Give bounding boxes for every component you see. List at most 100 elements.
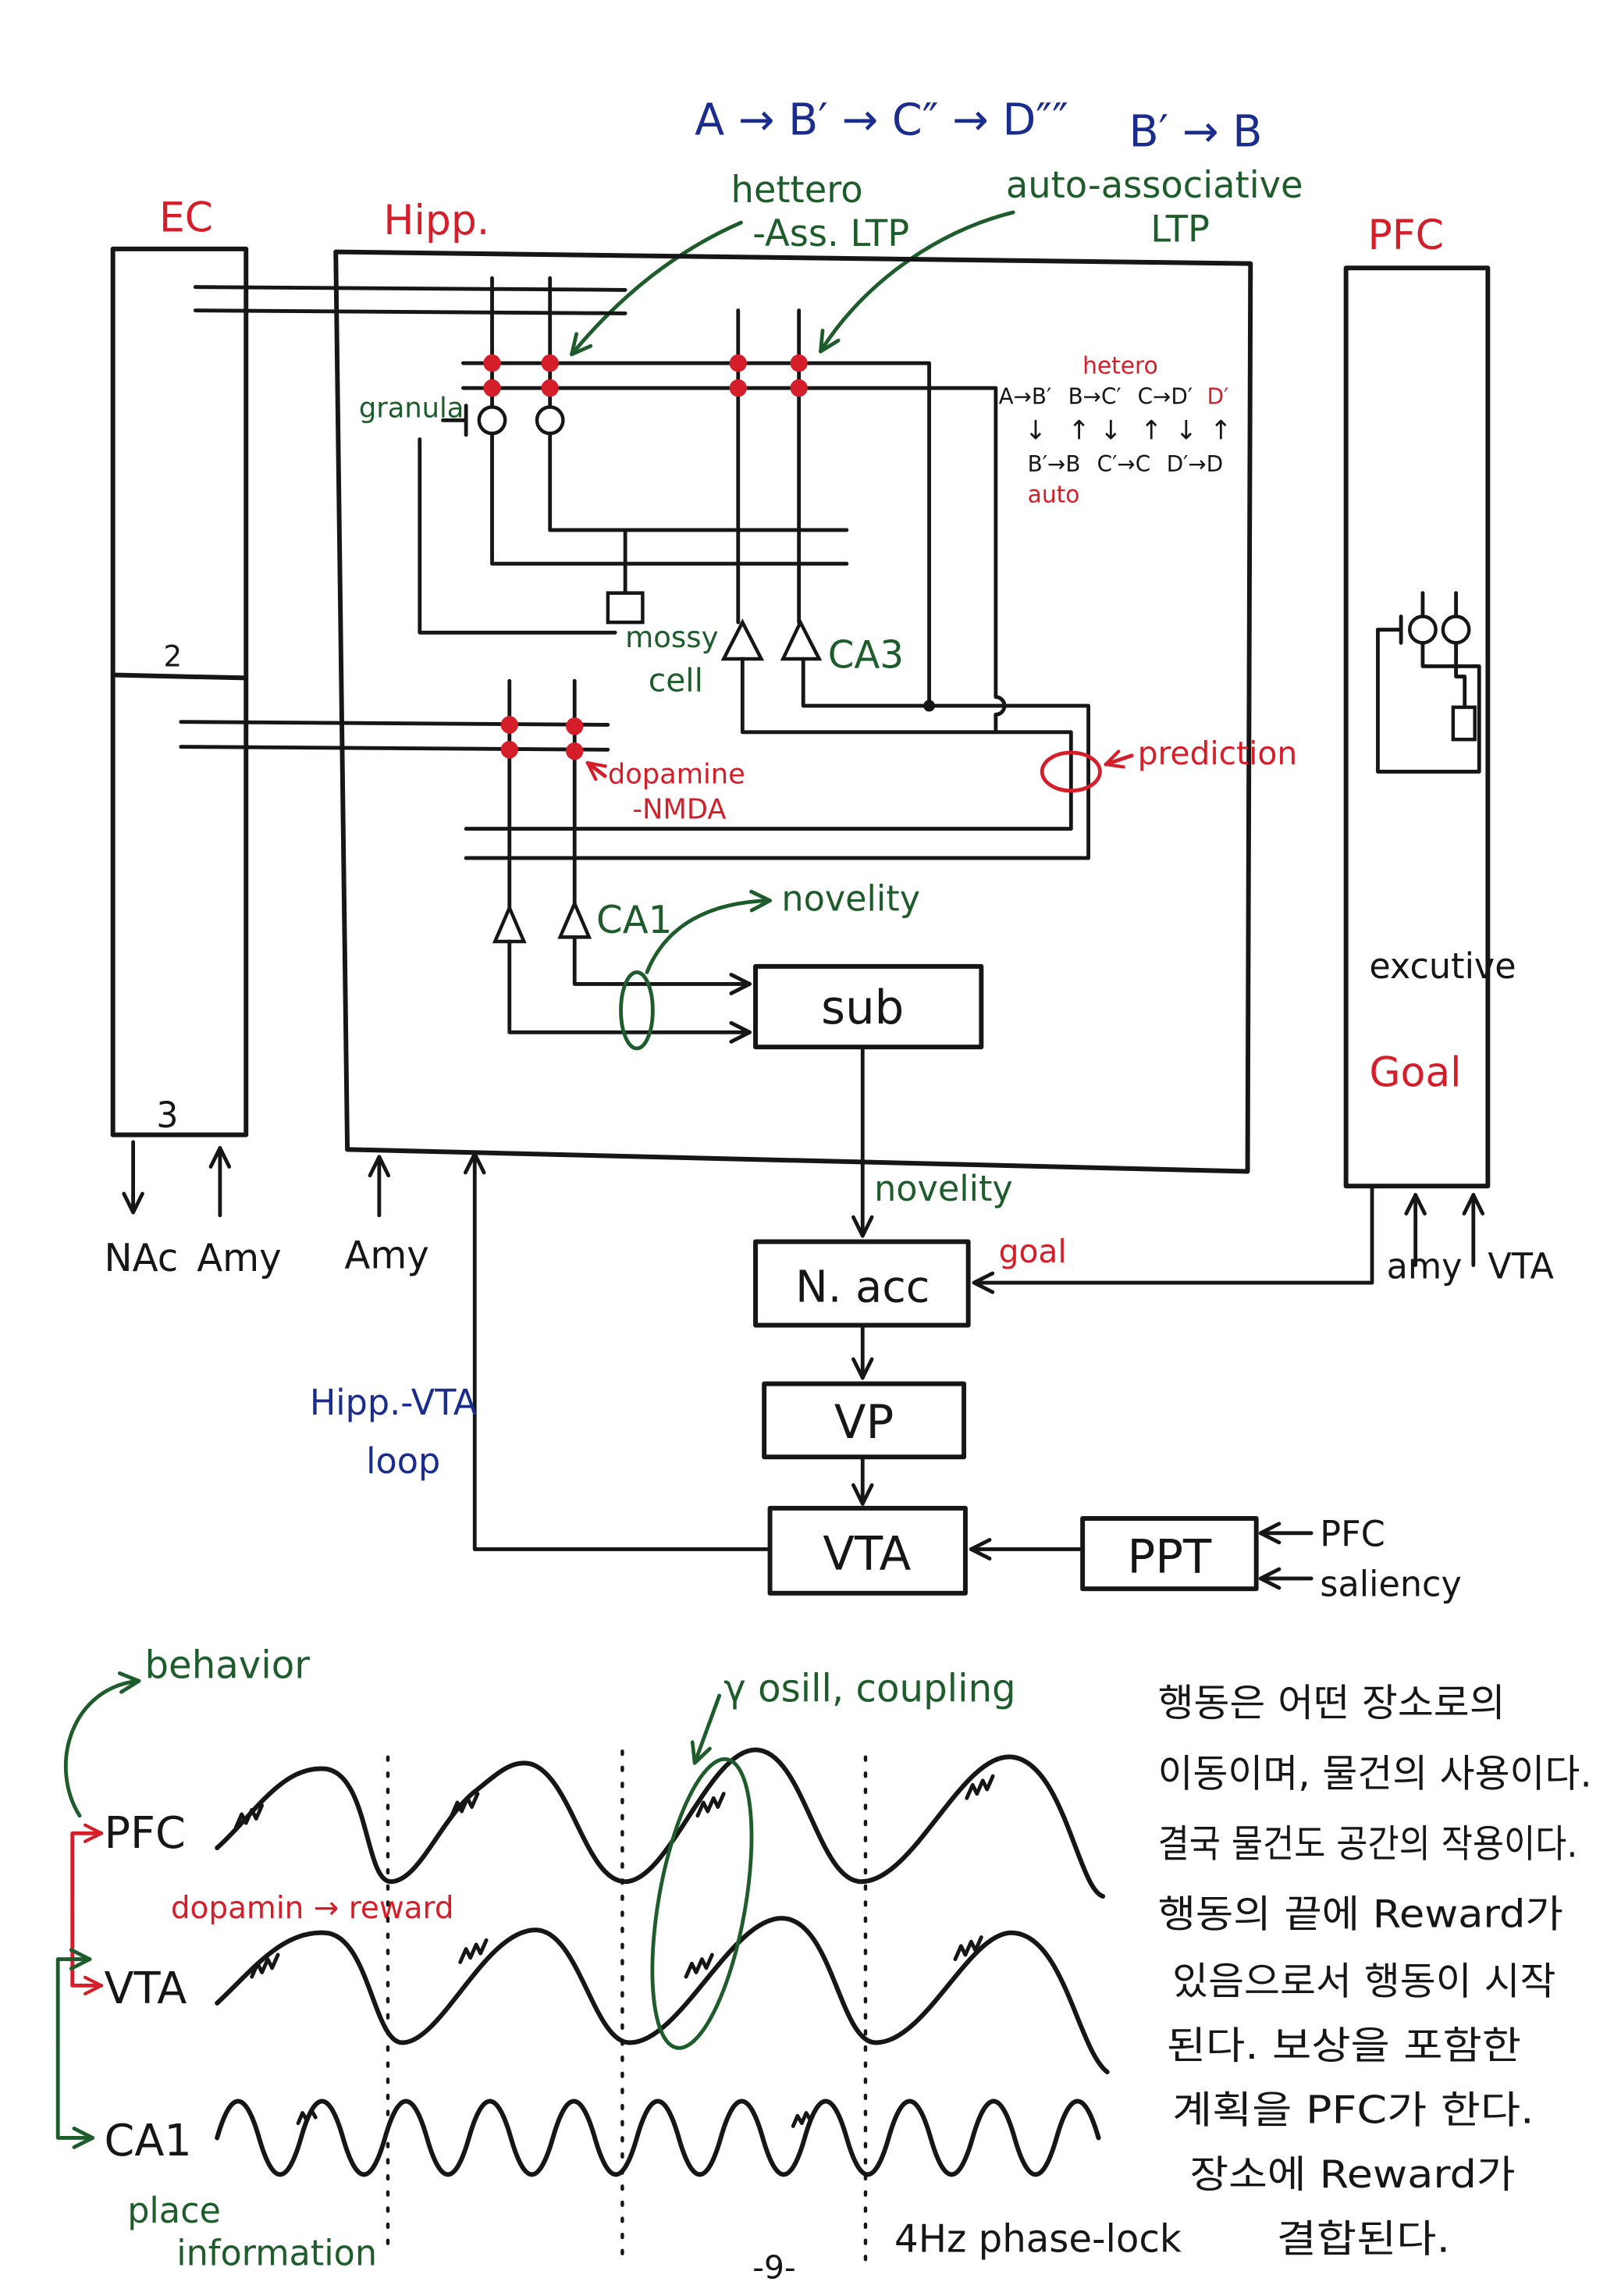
synapse-dot [483, 379, 501, 397]
ca3-label: CA3 [828, 633, 904, 677]
auto-ltp-label: auto-associative [1006, 164, 1303, 206]
coupling-circle [650, 1757, 754, 2050]
place-bracket-to-vta [55, 1948, 92, 2049]
synapse-dot [483, 354, 501, 372]
auto-ltp-arrow [819, 210, 1015, 354]
pfc-axon [1454, 642, 1467, 710]
granule-inhibition-bar [441, 404, 468, 437]
scheme-row1-item: C→D′ [1138, 384, 1193, 410]
ec-box [110, 246, 249, 1137]
ec-layer-divider [113, 672, 249, 681]
trace-label-ca1: CA1 [105, 2116, 192, 2166]
vp-label: VP [834, 1396, 894, 1450]
ca1-output-2 [572, 934, 752, 995]
hipp-box [333, 249, 1253, 1174]
hipp-label: Hipp. [383, 198, 489, 244]
ca1-label: CA1 [596, 899, 672, 942]
nacc-label: N. acc [795, 1262, 930, 1312]
hetero-ltp-arrow [570, 220, 743, 357]
note-line: 결합된다. [1277, 2217, 1451, 2261]
behavior-arrow [63, 1671, 141, 1818]
ec-amy-label: Amy [197, 1237, 281, 1280]
ca1-pyramidal-cell-1 [492, 903, 527, 944]
pfc-inhibition-bar [1376, 614, 1403, 645]
pfc-wave [215, 1747, 1106, 1899]
sub-box [753, 963, 984, 1050]
saliency-label: saliency [1320, 1563, 1462, 1604]
ca1-output-1 [507, 939, 752, 1044]
pfc-microcircuit-dendrite [1420, 591, 1459, 619]
mossy-feedback-line [418, 437, 617, 635]
schaffer-collateral-2 [464, 657, 1090, 860]
trace-label-pfc: PFC [105, 1808, 186, 1859]
sub-label: sub [821, 981, 904, 1035]
note-line: 있음으로서 행동이 시작 [1172, 1960, 1555, 2003]
pfc-box [1343, 265, 1491, 1189]
page-number: -9- [752, 2248, 795, 2286]
dopamine-bracket-to-pfc [70, 1823, 104, 1906]
sub-novelity-label: novelity [874, 1168, 1013, 1209]
mossy-fiber-2 [548, 431, 849, 532]
synapse-dot [500, 741, 518, 759]
synapse-dot [541, 379, 559, 397]
perforant-path-lower [193, 308, 627, 315]
scheme-row2-item: C′→C [1097, 451, 1150, 477]
ec-to-ca1-fiber-upper [179, 720, 610, 727]
scheme-row2-item: D′→D [1167, 451, 1223, 477]
hipp-vta-loop-label: Hipp.-VTA [310, 1382, 478, 1423]
dopamine-nmda-arrow [585, 760, 607, 781]
note-line: 계획을 PFC가 한다. [1172, 2088, 1534, 2132]
place-label: place [127, 2190, 221, 2231]
scheme-arrow: ↓ [1175, 415, 1197, 446]
ppt-label: PPT [1128, 1530, 1212, 1584]
synapse-dot [790, 354, 808, 372]
vta-label: VTA [823, 1527, 911, 1581]
granule-cell-2 [535, 405, 565, 436]
ppt-pfc-input-label: PFC [1320, 1513, 1385, 1554]
goal-input-label: goal [999, 1233, 1067, 1270]
coupling-arrow [690, 1693, 722, 1765]
pfc-gamma-burst [233, 1774, 995, 1830]
nmda-label: -NMDA [632, 793, 726, 825]
synapse-dot [541, 354, 559, 372]
place-bracket-to-ca1 [55, 2045, 95, 2149]
synapse-dot [729, 354, 747, 372]
pfc-neuron-1 [1408, 614, 1438, 645]
scheme-arrow: ↑ [1068, 415, 1090, 446]
trace-label-vta: VTA [105, 1963, 187, 2014]
auto-ltp-label-2: LTP [1150, 208, 1210, 250]
schaffer-collateral-1 [464, 657, 1073, 831]
scheme-row1-item: A→B′ [999, 384, 1052, 410]
scheme-hetero-label: hetero [1082, 352, 1158, 379]
coupling-label: γ osill, coupling [723, 1667, 1015, 1710]
cell-label: cell [649, 661, 703, 699]
prediction-label: prediction [1138, 735, 1298, 772]
synapse-dot [566, 717, 584, 735]
ca1-wave [215, 2098, 1101, 2177]
vta-box [767, 1505, 968, 1596]
scheme-auto-label: auto [1028, 481, 1080, 508]
dopamine-label: dopamine [608, 758, 745, 790]
note-line: 행동의 끝에 Reward가 [1158, 1892, 1563, 1936]
pfc-feedback-loop [1376, 628, 1481, 774]
ec-to-ca1-fiber-lower [179, 745, 610, 752]
pfc-vta-label: VTA [1488, 1245, 1554, 1287]
sequence-note: A → B′ → C″ → D″″ [695, 94, 1068, 145]
scheme-arrow: ↓ [1025, 415, 1047, 446]
vta-gamma-burst [250, 1935, 983, 1979]
hipp-amy-label: Amy [344, 1233, 428, 1277]
ca1-gamma-burst [296, 2108, 812, 2128]
information-label: information [176, 2232, 377, 2273]
hetero-fiber-2 [461, 386, 1007, 735]
prediction-arrow [1104, 749, 1134, 769]
mossy-label: mossy [625, 620, 718, 654]
synapse-dot [790, 379, 808, 397]
mossy-fiber-1 [490, 431, 849, 566]
hetero-ltp-label: hettero [731, 169, 863, 211]
hetero-ltp-label-2: -Ass. LTP [752, 212, 909, 255]
loop-label: loop [366, 1440, 440, 1482]
scheme-arrow: ↑ [1210, 415, 1232, 446]
note-line: 행동은 어떤 장소로의 [1158, 1682, 1505, 1725]
pfc-interneuron [1451, 705, 1477, 742]
